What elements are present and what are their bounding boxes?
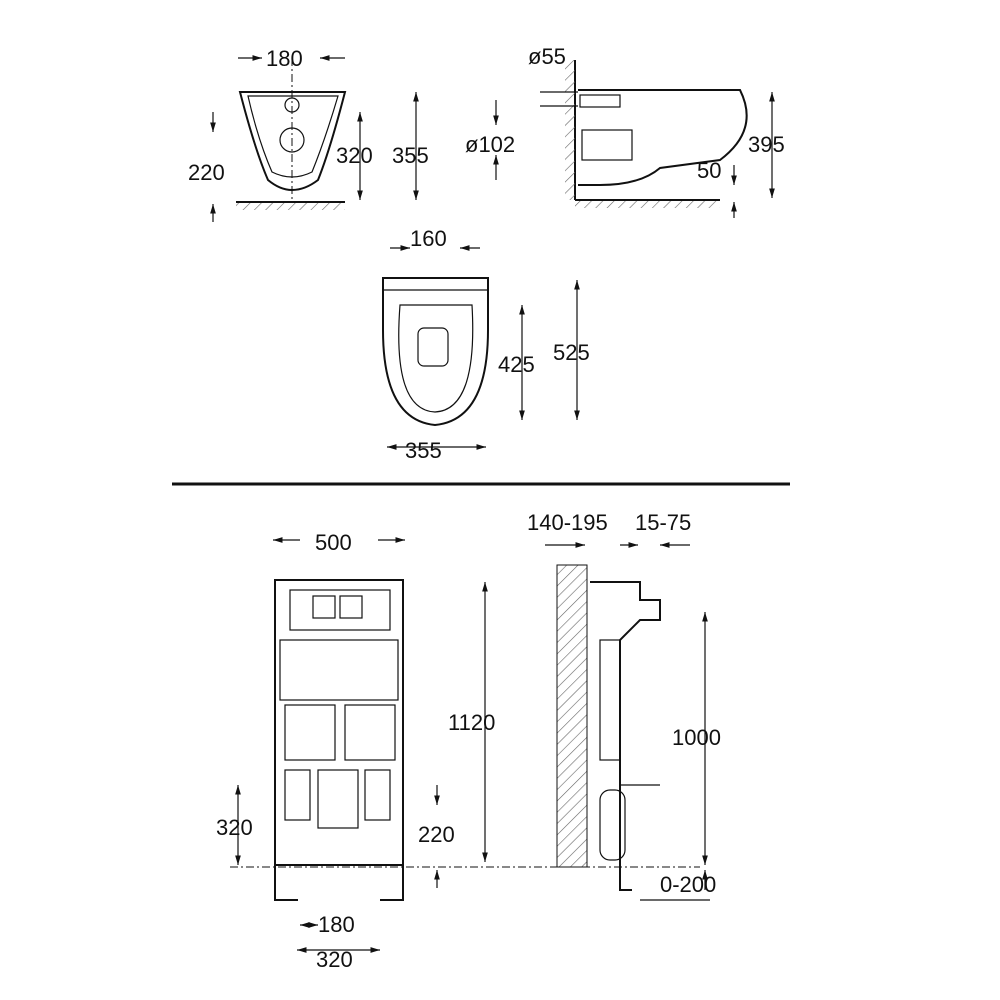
- dim-front-220: 220: [188, 160, 225, 185]
- toilet-front-view: 180 220 320 355: [188, 46, 429, 222]
- dim-side-1000: 1000: [672, 725, 721, 750]
- dim-frame-180: 180: [318, 912, 355, 937]
- dim-side-140-195: 140-195: [527, 510, 608, 535]
- dim-front-355: 355: [392, 143, 429, 168]
- dim-front-180: 180: [266, 46, 303, 71]
- dim-side-395: 395: [748, 132, 785, 157]
- dim-front-320: 320: [336, 143, 373, 168]
- dim-side-50: 50: [697, 158, 721, 183]
- frame-front-view: 500 1120 320 220 180 320: [216, 530, 700, 972]
- dim-frame-220: 220: [418, 822, 455, 847]
- toilet-side-view: ø55 ø102 50 395: [465, 44, 785, 218]
- dim-frame-320-bottom: 320: [316, 947, 353, 972]
- dim-frame-500: 500: [315, 530, 352, 555]
- dim-side-15-75: 15-75: [635, 510, 691, 535]
- frame-side-view: 140-195 15-75 1000 0-200: [527, 510, 721, 901]
- dim-plan-425: 425: [498, 352, 535, 377]
- dim-outlet-102: ø102: [465, 132, 515, 157]
- dim-plan-160: 160: [410, 226, 447, 251]
- dim-frame-320: 320: [216, 815, 253, 840]
- dim-plan-525: 525: [553, 340, 590, 365]
- dim-side-0-200: 0-200: [660, 872, 716, 897]
- dim-plan-355: 355: [405, 438, 442, 463]
- dim-inlet-55: ø55: [528, 44, 566, 69]
- toilet-plan-view: 160 425 525 355: [382, 226, 590, 463]
- dim-frame-1120: 1120: [448, 710, 495, 735]
